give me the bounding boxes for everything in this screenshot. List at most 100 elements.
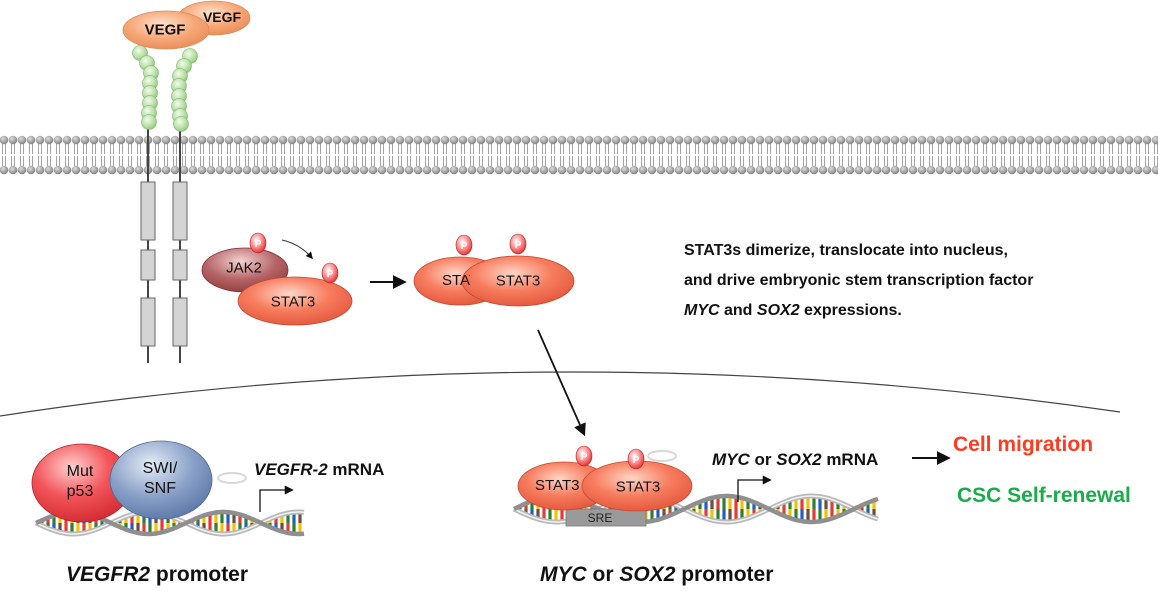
lipid-head [773, 165, 783, 175]
swi-snf-complex [109, 440, 213, 520]
lipid-head [494, 165, 504, 175]
lipid-head [737, 165, 747, 175]
transcription-start-vegfr2-icon [259, 485, 294, 512]
lipid-head [395, 135, 405, 145]
sox2-mrna-gene: SOX2 [776, 450, 822, 469]
lipid-head [170, 165, 180, 175]
lipid-head [62, 165, 72, 175]
stat3-dimer-back-clip: STAT3 [430, 268, 470, 294]
lipid-head [134, 135, 144, 145]
lipid-head [710, 165, 720, 175]
swi-snf-line-1: SWI/ [142, 460, 178, 477]
lipid-head [1106, 165, 1116, 175]
lipid-head [17, 135, 27, 145]
lipid-head [638, 135, 648, 145]
lipid-head [1016, 135, 1026, 145]
phosphate-marker: P [321, 262, 339, 284]
lipid-head [98, 165, 108, 175]
lipid-head [188, 165, 198, 175]
lipid-head [926, 165, 936, 175]
lipid-head [107, 165, 117, 175]
lipid-head [917, 165, 927, 175]
lipid-head [503, 135, 513, 145]
vegfr2-caption-gene: VEGFR2 [66, 563, 151, 586]
lipid-head [323, 135, 333, 145]
lipid-head [386, 135, 396, 145]
mut-p53-line-2: p53 [66, 483, 94, 500]
svg-text:P: P [633, 455, 640, 466]
lipid-head [908, 135, 918, 145]
lipid-head [71, 135, 81, 145]
lipid-head [206, 135, 216, 145]
lipid-head [512, 135, 522, 145]
lipid-head [440, 135, 450, 145]
lipid-head [521, 135, 531, 145]
description-gene-myc: MYC [684, 302, 720, 319]
lipid-head [953, 165, 963, 175]
receptor-domain [172, 249, 188, 281]
lipid-head [701, 135, 711, 145]
lipid-head [467, 165, 477, 175]
lipid-head [413, 165, 423, 175]
lipid-head [332, 165, 342, 175]
lipid-head [530, 165, 540, 175]
phosphorylation-arrow [281, 239, 313, 260]
lipid-head [305, 165, 315, 175]
csc-self-renewal-outcome: CSC Self-renewal [957, 484, 1131, 507]
stat3-bound-back-clip: STAT3 [531, 474, 581, 500]
lipid-head [935, 135, 945, 145]
lipid-head [404, 135, 414, 145]
svg-text:P: P [461, 241, 468, 252]
lipid-head [449, 135, 459, 145]
lipid-head [782, 165, 792, 175]
lipid-head [629, 165, 639, 175]
vegf-ligand-front [122, 10, 210, 50]
lipid-head [539, 165, 549, 175]
lipid-head [62, 135, 72, 145]
lipid-head [134, 165, 144, 175]
sre-element [565, 508, 647, 527]
lipid-head [269, 135, 279, 145]
lipid-head [1043, 165, 1053, 175]
stat3-protein [237, 276, 353, 326]
lipid-head [44, 135, 54, 145]
lipid-head [278, 135, 288, 145]
vegfr2-mrna-label: VEGFR-2 mRNA [254, 460, 384, 480]
lipid-head [710, 135, 720, 145]
lipid-head [1124, 165, 1134, 175]
lipid-head [116, 165, 126, 175]
lipid-head [89, 165, 99, 175]
lipid-head [1052, 165, 1062, 175]
lipid-head [809, 165, 819, 175]
phosphate-marker: P [249, 232, 267, 254]
lipid-head [152, 165, 162, 175]
lipid-head [1007, 165, 1017, 175]
lipid-head [971, 135, 981, 145]
lipid-head [467, 135, 477, 145]
lipid-head [458, 135, 468, 145]
lipid-head [431, 165, 441, 175]
lipid-head [728, 165, 738, 175]
lipid-head [53, 165, 63, 175]
lipid-head [80, 135, 90, 145]
lipid-head [476, 135, 486, 145]
lipid-head [341, 135, 351, 145]
lipid-head [476, 165, 486, 175]
svg-text:P: P [581, 452, 588, 463]
lipid-head [440, 165, 450, 175]
lipid-head [872, 165, 882, 175]
lipid-head [701, 165, 711, 175]
stat3-bound-front-label: STAT3 [615, 478, 661, 496]
receptor-domain [172, 181, 188, 241]
lipid-head [584, 165, 594, 175]
lipid-head [584, 135, 594, 145]
lipid-head [512, 165, 522, 175]
lipid-head [602, 135, 612, 145]
lipid-head [566, 135, 576, 145]
lipid-head [251, 165, 261, 175]
lipid-head [89, 135, 99, 145]
ig-domain [141, 114, 157, 130]
stat3-dimer-front [461, 255, 575, 307]
lipid-head [881, 165, 891, 175]
lipid-head [1133, 165, 1143, 175]
